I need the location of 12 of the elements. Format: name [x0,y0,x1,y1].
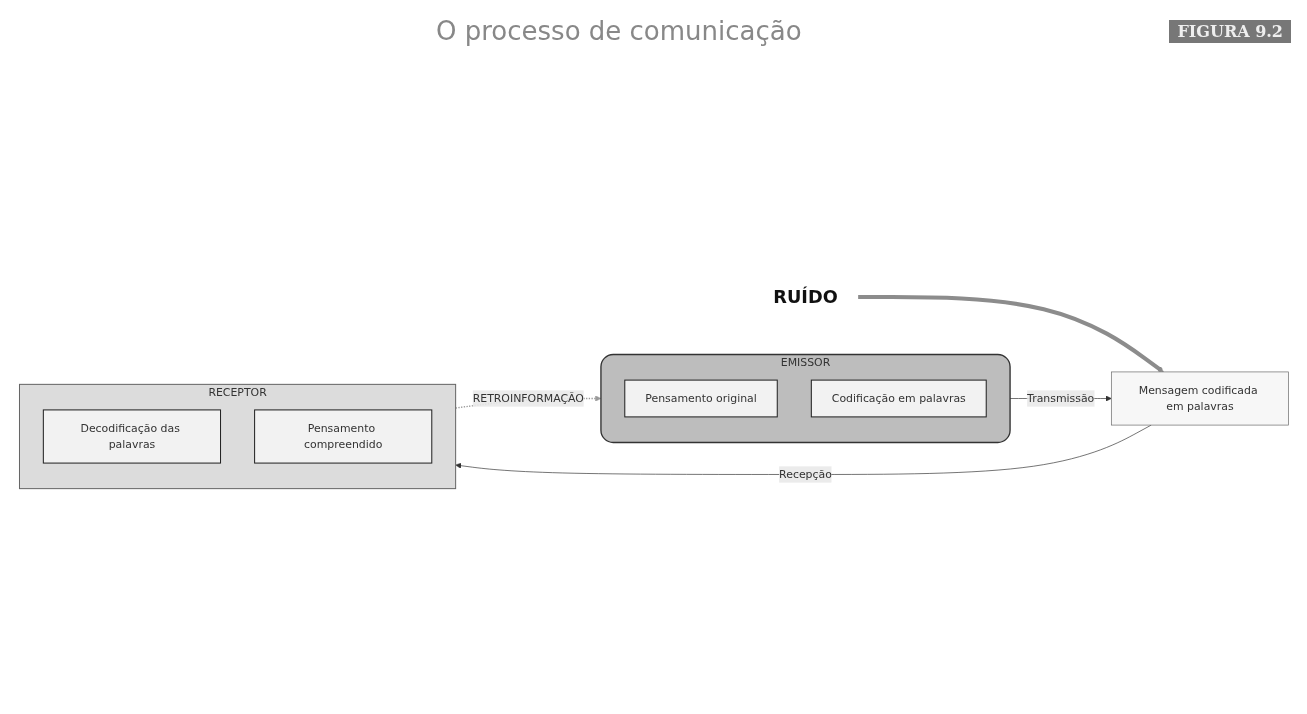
node-box: Pensamento compreendido [253,409,432,464]
node-box: Codificação em palavras [810,379,987,418]
node-text: RUÍDO [772,286,838,307]
arrow [857,294,1164,373]
node-box: Pensamento original [623,379,778,418]
edge-label: Recepção [778,467,832,481]
diagram-title: O processo de comunicação [436,16,802,46]
node-box: Mensagem codificada em palavras [1110,371,1289,426]
edge-label: RETROINFORMAÇÃO [472,391,584,405]
figure-label: FIGURA 9.2 [1169,19,1291,43]
edge-label: Transmissão [1026,391,1094,405]
node-box: Decodificação das palavras [42,409,221,464]
